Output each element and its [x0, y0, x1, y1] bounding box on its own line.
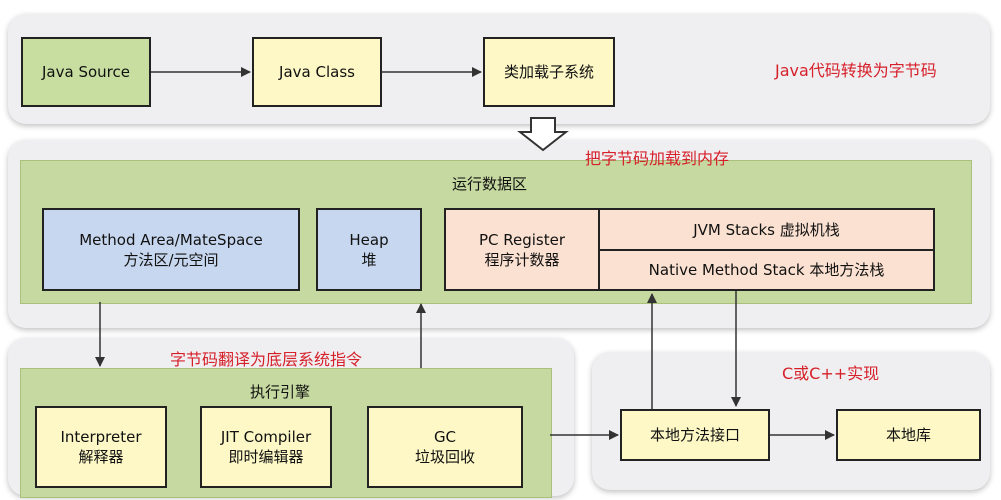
jvm-stacks-box: JVM Stacks 虚拟机栈: [598, 208, 935, 251]
interpreter-label-cn: 解释器: [78, 448, 124, 466]
native-stack-label: Native Method Stack 本地方法栈: [648, 261, 885, 279]
pc-register-label: PC Register: [478, 230, 566, 249]
java-class-label: Java Class: [279, 63, 355, 81]
native-library-label: 本地库: [885, 426, 931, 444]
interpreter-box: Interpreter 解释器: [35, 406, 167, 488]
heap-label: Heap: [349, 230, 389, 249]
load-down-arrow: [517, 117, 569, 152]
load-memory-note: 把字节码加载到内存: [585, 149, 730, 168]
gc-box: GC 垃圾回收: [367, 406, 523, 488]
heap-label-cn: 堆: [361, 250, 377, 269]
runtime-area-title: 运行数据区: [452, 175, 528, 193]
java-source-box: Java Source: [21, 37, 151, 107]
interpreter-label: Interpreter: [60, 428, 142, 446]
gc-label: GC: [433, 428, 457, 446]
engine-note: 字节码翻译为底层系统指令: [170, 350, 363, 369]
jit-compiler-box: JIT Compiler 即时编辑器: [200, 406, 332, 488]
bytecode-note: Java代码转换为字节码: [775, 61, 937, 80]
class-loader-label: 类加载子系统: [503, 63, 594, 81]
native-interface-label: 本地方法接口: [649, 426, 740, 444]
method-area-label-cn: 方法区/元空间: [123, 250, 219, 269]
java-source-label: Java Source: [42, 63, 130, 81]
native-interface-box: 本地方法接口: [620, 409, 770, 461]
native-stack-box: Native Method Stack 本地方法栈: [598, 249, 935, 291]
jit-compiler-label: JIT Compiler: [220, 428, 312, 446]
gc-label-cn: 垃圾回收: [414, 448, 475, 466]
jvm-stacks-label: JVM Stacks 虚拟机栈: [693, 220, 840, 239]
heap-box: Heap 堆: [316, 208, 422, 291]
jit-compiler-label-cn: 即时编辑器: [228, 448, 304, 466]
java-class-box: Java Class: [252, 37, 382, 107]
native-library-box: 本地库: [836, 409, 981, 461]
pc-register-label-cn: 程序计数器: [484, 250, 560, 269]
method-area-box: Method Area/MateSpace 方法区/元空间: [42, 208, 300, 291]
engine-title: 执行引擎: [250, 383, 311, 401]
class-loader-box: 类加载子系统: [483, 37, 615, 107]
pc-register-box: PC Register 程序计数器: [444, 208, 600, 291]
native-note: C或C++实现: [782, 364, 880, 383]
method-area-label: Method Area/MateSpace: [79, 230, 263, 249]
